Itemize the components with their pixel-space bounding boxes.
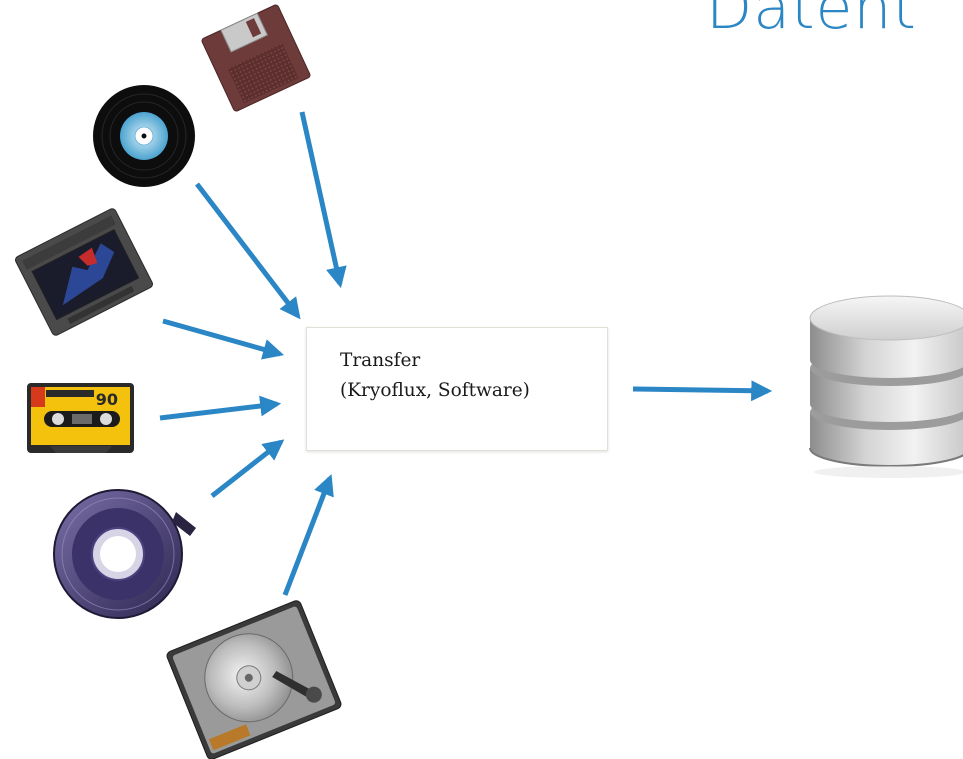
arrow-cassette-to-transfer [159,395,282,421]
slide-title: Datent [706,0,917,43]
vinyl-record-icon [93,85,195,187]
arrow-floppy-to-transfer [299,111,347,289]
cassette-label: 90 [96,390,118,409]
arrow-transfer-to-database [632,380,773,402]
database-icon [809,295,963,478]
arrow-cartridge-to-transfer [162,318,285,360]
transfer-tools-label: (Kryoflux, Software) [340,380,530,401]
hard-drive-icon [166,600,342,759]
arrow-vinyl-to-transfer [195,182,301,320]
tape-reel-icon [53,489,196,619]
audio-cassette-icon: 90 [27,383,134,453]
transfer-box: Transfer (Kryoflux, Software) [306,327,608,451]
arrow-hard-drive-to-transfer [282,474,334,596]
game-cartridge-icon [15,208,153,336]
transfer-label: Transfer [340,350,421,371]
floppy-disk-icon [201,4,311,112]
arrow-tape-reel-to-transfer [210,439,285,498]
